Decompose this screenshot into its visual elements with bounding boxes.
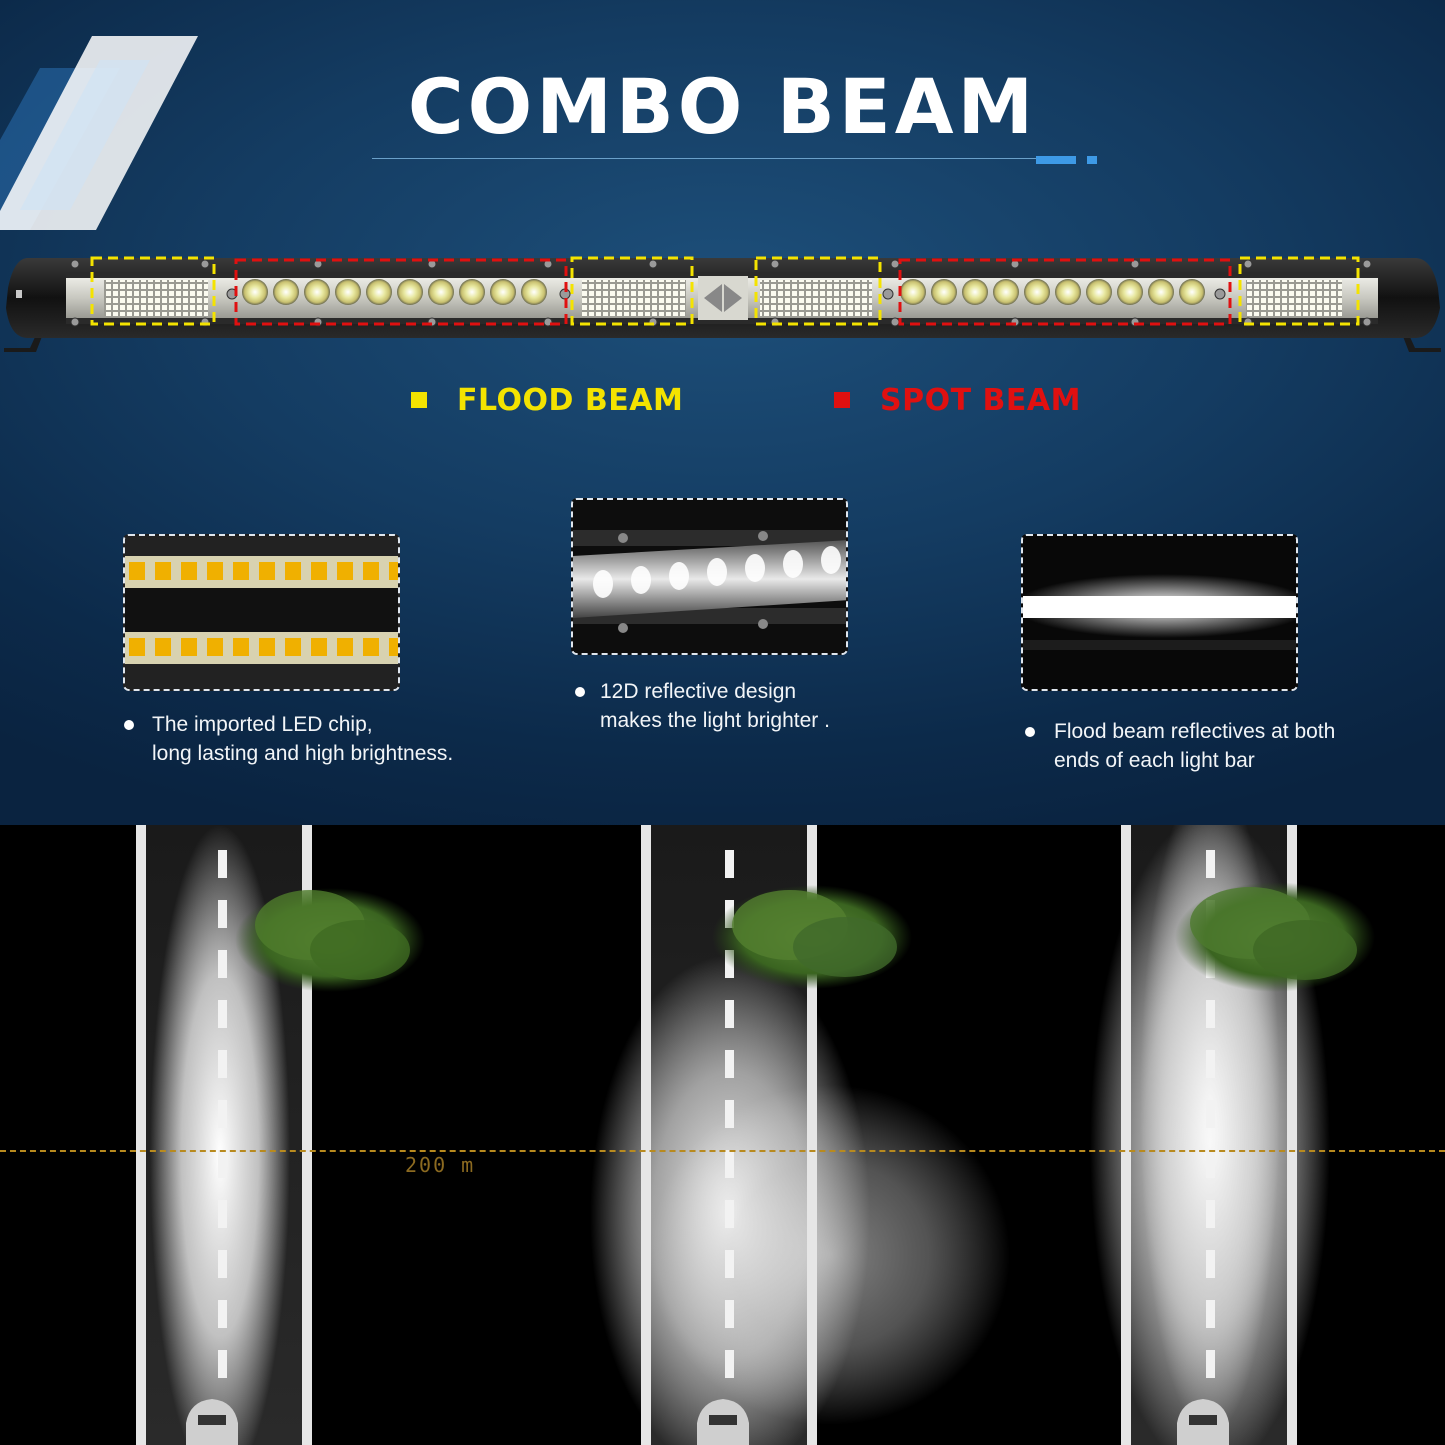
legend-flood: FLOOD BEAM [411,382,683,418]
caption-line: ends of each light bar [1054,749,1255,772]
bush-icon [712,885,912,989]
bush-icon [1175,882,1375,992]
bullet-icon [124,720,134,730]
flood-swatch [411,392,427,408]
distance-marker-line [0,1150,1445,1152]
caption-line: 12D reflective design [600,680,797,703]
glowing-light-bar-image [1021,534,1298,691]
spot-label: SPOT BEAM [880,382,1081,418]
led-chip-image [123,534,400,691]
title-accent-dot [1087,156,1097,164]
title-accent-bar [1036,156,1076,164]
reflector-closeup-image [571,498,848,655]
title-underline [372,158,1040,159]
product-panel: COMBO BEAM [0,0,1445,825]
bullet-icon [1025,727,1035,737]
caption-line: Flood beam reflectives at both [1054,720,1336,743]
led-light-bar [4,256,1441,352]
caption-line: long lasting and high brightness. [152,742,454,765]
distance-label: 200 m [405,1153,476,1177]
page-title: COMBO BEAM [407,62,1038,151]
caption-line: The imported LED chip, [152,713,373,736]
beam-comparison-scene: 200 m [0,825,1445,1445]
bush-icon [235,888,425,992]
legend-spot: SPOT BEAM [834,382,1081,418]
feature-caption-flood-ends: Flood beam reflectives at both ends of e… [1025,717,1335,775]
spot-swatch [834,392,850,408]
feature-caption-led-chip: The imported LED chip, long lasting and … [124,710,453,768]
decorative-stripes [0,36,198,230]
bullet-icon [575,687,585,697]
road-illustration [136,825,1375,1445]
caption-line: makes the light brighter . [600,709,830,732]
flood-label: FLOOD BEAM [457,382,684,418]
feature-caption-reflector: 12D reflective design makes the light br… [575,677,830,735]
